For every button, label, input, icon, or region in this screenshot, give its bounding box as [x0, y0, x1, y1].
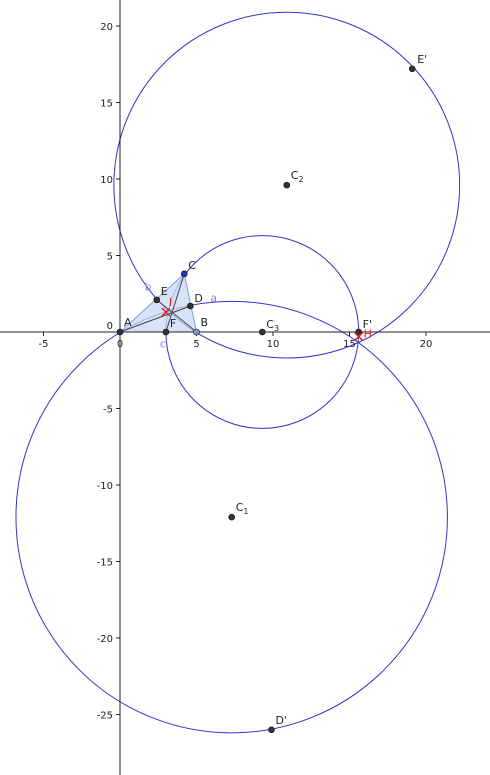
circles-layer	[15, 11, 461, 734]
point-label-c: C	[188, 259, 196, 272]
y-tick-label: 10	[100, 175, 113, 186]
point-label-d: D	[194, 292, 202, 305]
point-f	[162, 328, 170, 336]
point-c	[180, 270, 188, 278]
x-tick-label: 15	[343, 339, 356, 350]
point-c1	[228, 513, 235, 521]
cevian-ad	[119, 305, 191, 333]
cevian-cf	[165, 273, 185, 333]
point-fp	[355, 328, 362, 336]
x-tick-label: 5	[193, 339, 199, 350]
point-label-f: F	[170, 317, 176, 330]
excenter-marker	[354, 332, 364, 342]
point-label-fp: F'	[363, 318, 372, 331]
y-tick-label: -10	[97, 481, 113, 492]
point-e	[153, 296, 161, 304]
point-b	[193, 328, 200, 336]
point-c2	[283, 181, 291, 189]
point-label-b: B	[201, 316, 209, 329]
incenter-label: I	[169, 296, 172, 309]
point-dp	[268, 726, 275, 734]
y-tick-label: -25	[97, 711, 113, 722]
point-label-subscript: 1	[243, 507, 248, 516]
side-label-b: b	[144, 281, 151, 294]
y-tick-label: -15	[97, 558, 113, 569]
x-tick-label: 20	[420, 339, 433, 350]
points-layer	[116, 65, 416, 734]
point-label-subscript: 2	[298, 175, 303, 184]
circle-c2	[113, 11, 461, 359]
incenter-marker	[161, 307, 171, 317]
point-label-a: A	[124, 316, 132, 329]
origin-label: 0	[107, 321, 113, 332]
x-tick-label: 0	[117, 339, 123, 350]
point-label-c1: C1	[236, 501, 249, 516]
circle-c1	[15, 300, 448, 734]
point-label-e: E	[161, 285, 168, 298]
point-c3	[258, 328, 266, 336]
point-d	[187, 302, 194, 310]
point-label-c3: C3	[266, 318, 279, 333]
y-tick-label: 20	[100, 22, 113, 33]
y-tick-label: -5	[103, 405, 113, 416]
point-label-ep: E'	[417, 53, 427, 66]
y-tick-label: 5	[107, 252, 113, 263]
excenter-label: H	[364, 328, 372, 341]
side-label-a: a	[210, 291, 217, 304]
point-label-c2: C2	[291, 169, 304, 184]
point-label-dp: D'	[275, 714, 287, 727]
x-tick-label: -5	[39, 339, 49, 350]
point-label-subscript: 3	[274, 324, 279, 333]
cevian-be	[156, 299, 197, 333]
x-tick-label: 10	[267, 339, 280, 350]
point-ep	[408, 65, 416, 73]
y-tick-label: 15	[100, 99, 113, 110]
y-tick-label: -20	[97, 634, 113, 645]
side-label-c: c	[160, 337, 166, 350]
point-a	[116, 328, 124, 336]
